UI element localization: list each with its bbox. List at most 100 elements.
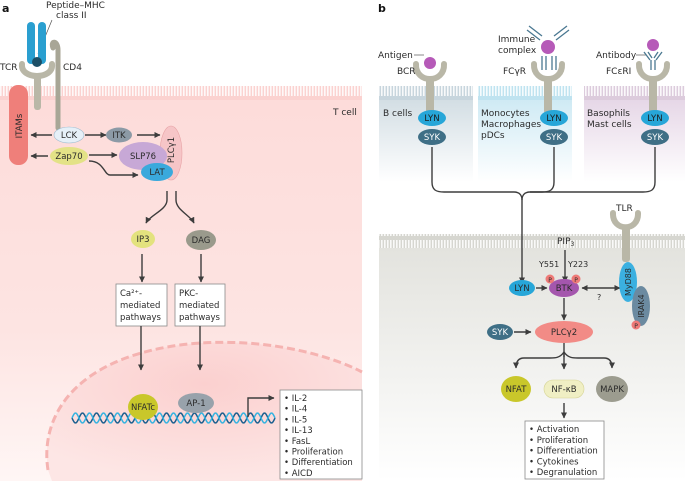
granulocyte-region <box>584 100 685 182</box>
plcg1-label: PLCγ1 <box>167 137 177 163</box>
immune-complex-antigen <box>541 40 555 54</box>
t-cell-outcome-item: • IL-4 <box>284 405 307 415</box>
itk-label: ITK <box>112 131 126 141</box>
cd4-coreceptor <box>49 39 61 131</box>
b-cells-label: B cells <box>383 109 413 119</box>
syk-fcgr-label: SYK <box>546 133 563 143</box>
btk-node <box>549 279 579 297</box>
mapk-node <box>596 376 628 402</box>
pkc-box-line2: mediated <box>179 301 219 311</box>
granulocyte-membrane <box>584 86 685 100</box>
phospho-y223-label: P <box>574 277 578 284</box>
phospho-y223 <box>571 274 581 284</box>
ip3-label: IP3 <box>136 235 149 245</box>
syk-fceri-node <box>641 129 669 145</box>
slp76-node <box>119 142 167 170</box>
plcg2-node <box>535 321 593 343</box>
myd88-node <box>619 262 637 302</box>
lck-node <box>53 126 85 144</box>
syk-lower-node <box>487 324 513 340</box>
lyn-fcgr-node <box>540 110 568 126</box>
ap1-node <box>178 393 214 413</box>
t-cell-outcome-item: • AICD <box>284 469 313 479</box>
nfat-node <box>501 376 531 402</box>
ap1-label: AP-1 <box>186 399 205 409</box>
lower-cell-membrane <box>379 234 685 248</box>
panel-a: a T cell Peptide–MHC class II TCR CD4 IT… <box>0 1 363 481</box>
bcr-label: BCR <box>397 67 416 77</box>
t-cell-outcome-item: • FasL <box>284 437 310 447</box>
mapk-label: MAPK <box>600 385 624 395</box>
dna-helix <box>71 412 276 424</box>
nfatc-node <box>128 394 158 420</box>
myd88-label: MyD88 <box>624 268 633 296</box>
nfkb-node <box>543 379 585 399</box>
lyn-bcr-node <box>418 110 446 126</box>
syk-bcr-label: SYK <box>424 133 441 143</box>
myeloid-label-1: Monocytes <box>481 109 530 119</box>
cd4-label: CD4 <box>63 63 82 73</box>
antibody-label: Antibody <box>596 51 637 61</box>
lck-label: LCK <box>61 131 78 141</box>
granulocyte-label-1: Basophils <box>587 109 630 119</box>
lyn-lower-label: LYN <box>514 284 529 294</box>
fceri-receptor <box>636 61 670 114</box>
phospho-y551-label: P <box>548 277 552 284</box>
t-cell-outcome-item: • IL-2 <box>284 394 307 404</box>
tcr-label: TCR <box>0 63 18 73</box>
fcgr-receptor <box>531 61 565 114</box>
itk-node <box>106 127 132 143</box>
immune-complex <box>526 25 570 70</box>
dag-label: DAG <box>192 236 211 246</box>
peptide <box>32 57 42 67</box>
lyn-bcr-label: LYN <box>424 114 439 124</box>
lat-label: LAT <box>149 168 165 178</box>
peptide-mhc-label: Peptide–MHC <box>46 1 105 11</box>
t-cell-outcomes-list: • IL-2• IL-4• IL-5• IL-13• FasL• Prolife… <box>284 394 353 479</box>
myeloid-label-3: pDCs <box>481 131 505 141</box>
ca-box-line1: Ca²⁺- <box>120 289 142 299</box>
phospho-irak4 <box>631 320 641 330</box>
irak4-label: IRAK4 <box>637 294 646 317</box>
itams-label: ITAMs <box>15 113 25 138</box>
class-ii-label: class II <box>56 11 87 21</box>
syk-fcgr-node <box>540 129 568 145</box>
phospho-irak4-label: P <box>634 323 638 330</box>
irak4-node <box>632 286 650 326</box>
itams-node <box>9 85 28 165</box>
tlr-receptor <box>610 210 641 231</box>
lyn-fceri-node <box>641 110 669 126</box>
t-cell-outcome-item: • IL-13 <box>284 426 313 436</box>
plcg2-label: PLCγ2 <box>551 328 577 338</box>
b-outcome-item: • Degranulation <box>529 468 597 478</box>
ip3-node <box>131 230 155 248</box>
nuclear-envelope <box>45 340 363 471</box>
b-outcome-item: • Activation <box>529 425 579 435</box>
t-cell-outcome-item: • IL-5 <box>284 415 307 425</box>
syk-lower-label: SYK <box>492 328 509 338</box>
antigen-label: Antigen <box>378 51 413 61</box>
bcr-receptor <box>413 61 447 114</box>
t-cell-outcome-item: • Differentiation <box>284 458 353 468</box>
panel-b: b B cells Monocytes Macrophages pDCs Bas… <box>378 2 685 481</box>
ca-box-line3: pathways <box>120 313 162 323</box>
pip3-label: PIP3 <box>557 237 575 248</box>
unknown-link-label: ? <box>597 293 601 302</box>
nfat-label: NFAT <box>506 385 528 395</box>
t-cell-label: T cell <box>332 108 357 118</box>
mhc-alpha-chain <box>27 22 35 64</box>
granulocyte-label-2: Mast cells <box>587 120 632 130</box>
b-outcome-item: • Proliferation <box>529 436 588 446</box>
convergence-brace-right <box>530 147 656 193</box>
y223-label: Y223 <box>567 260 588 269</box>
b-outcome-item: • Differentiation <box>529 447 598 457</box>
t-cell-outcomes-box <box>279 389 363 480</box>
panel-b-letter: b <box>378 2 386 15</box>
b-outcomes-box <box>524 420 605 480</box>
fceri-label: FCεRI <box>606 67 631 77</box>
btk-label: BTK <box>556 284 573 294</box>
lyn-lower-node <box>509 280 535 296</box>
b-outcomes-list: • Activation• Proliferation• Differentia… <box>529 425 598 478</box>
syk-fceri-label: SYK <box>647 133 664 143</box>
b-outcome-item: • Cytokines <box>529 457 579 467</box>
